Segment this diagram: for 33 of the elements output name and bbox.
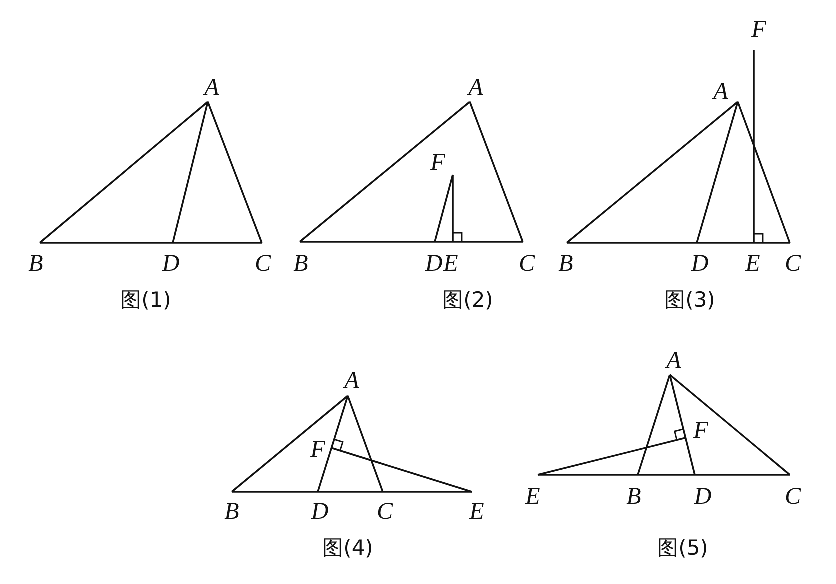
point-label: D [311,500,329,524]
point-label: B [558,252,574,276]
point-label: C [519,252,535,276]
point-label: A [714,80,728,104]
figure-caption: 图(5) [658,536,708,560]
figure-caption: 图(4) [322,536,374,560]
point-label: E [746,252,760,276]
point-label: D [425,252,443,276]
point-label: F [694,419,708,443]
figure-caption: 图(1) [120,288,172,312]
point-label: F [310,438,326,462]
point-label: B [28,252,44,276]
point-label: D [162,252,180,276]
point-label: A [344,369,360,393]
point-label: F [752,18,766,42]
point-label: D [691,252,709,276]
point-label: A [204,76,220,100]
point-label: B [224,500,240,524]
point-label: C [377,500,393,524]
figure-caption: 图(3) [664,288,716,312]
point-label: C [255,252,271,276]
point-label: E [470,500,484,524]
point-label: B [294,252,308,276]
point-label: C [785,252,801,276]
point-label: B [626,485,642,509]
figure-caption: 图(2) [442,288,494,312]
point-label: A [468,76,484,100]
point-label: E [526,485,540,509]
point-label: D [694,485,712,509]
point-label: F [430,151,446,175]
point-label: C [785,485,801,509]
point-label: E [444,252,458,276]
point-label: A [666,349,682,373]
